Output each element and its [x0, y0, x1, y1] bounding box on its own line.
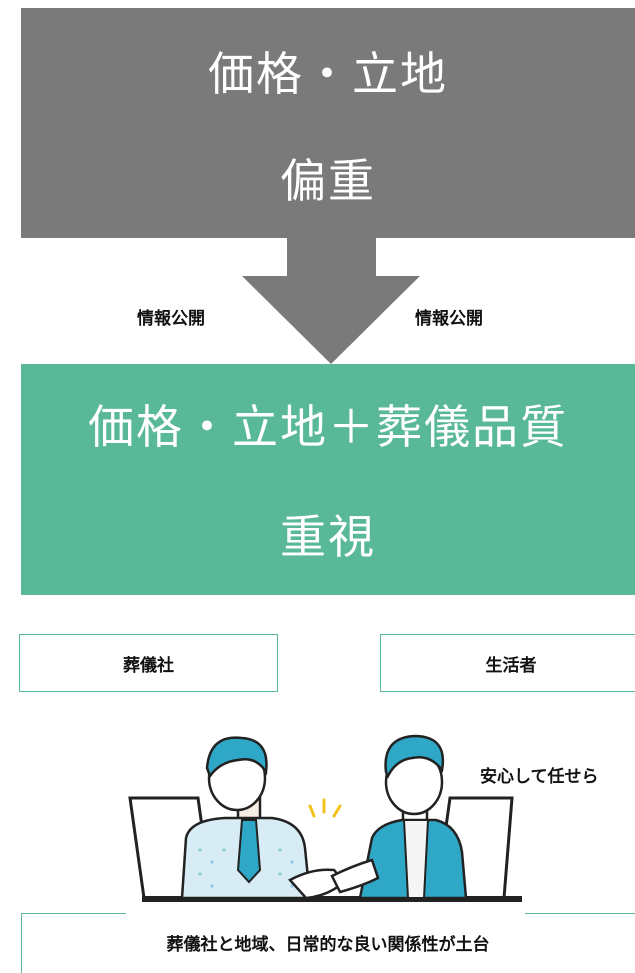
- info-disclosure-label-left: 情報公開: [137, 309, 205, 329]
- footer-box: 葬儀社と地域、日常的な良い関係性が土台: [21, 913, 635, 972]
- footer-border-right: [525, 913, 635, 915]
- funeral-company-label: 葬儀社: [123, 655, 174, 676]
- top-box-line1: 価格・立地: [208, 47, 448, 101]
- consumer-label: 生活者: [485, 655, 537, 676]
- middle-box: 価格・立地＋葬儀品質 重視: [21, 364, 635, 595]
- footer-text: 葬儀社と地域、日常的な良い関係性が土台: [166, 935, 490, 955]
- top-box-line2: 偏重: [280, 154, 376, 208]
- info-disclosure-label-right: 情報公開: [415, 309, 483, 329]
- middle-box-line1: 価格・立地＋葬儀品質: [88, 400, 568, 454]
- top-box: 価格・立地 偏重: [21, 8, 635, 238]
- handshake-illustration: [128, 734, 522, 902]
- consumer-box: 生活者: [380, 634, 635, 692]
- middle-box-line2: 重視: [280, 510, 376, 564]
- funeral-company-box: 葬儀社: [19, 634, 278, 692]
- footer-border-left: [21, 913, 126, 973]
- speech-text: 安心して任せら: [480, 767, 599, 787]
